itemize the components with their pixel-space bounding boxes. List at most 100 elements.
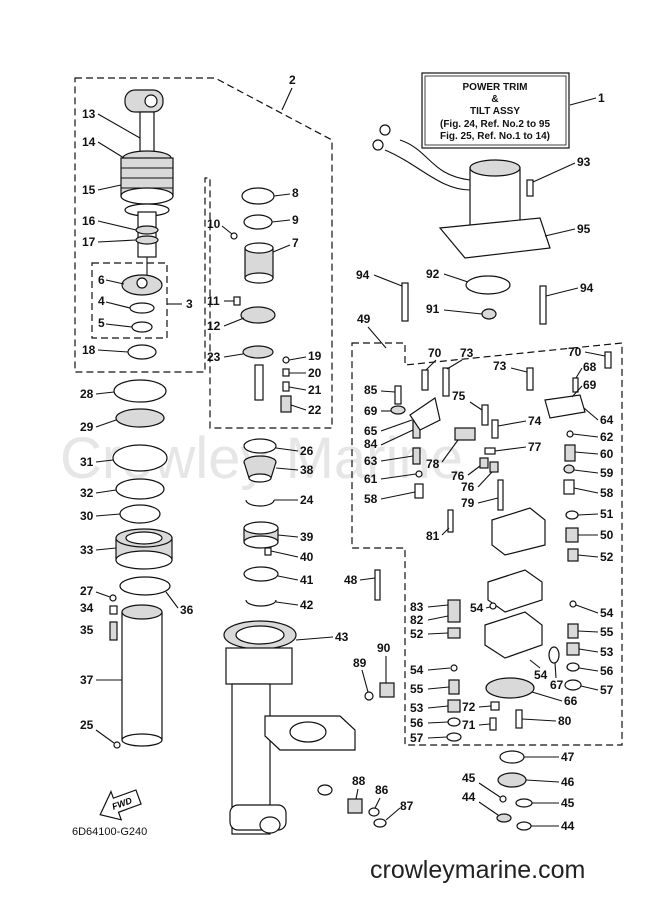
group-2-outline [74,77,333,429]
callout-42: 42 [300,598,314,612]
callout-92: 92 [426,267,440,281]
part-28-ring [113,379,167,403]
callout-69-right: 69 [583,378,597,392]
part-56-left [447,717,461,727]
callout-54-center: 54 [534,668,548,682]
part-19-ball [282,356,290,364]
callout-36: 36 [180,603,194,617]
callout-18: 18 [82,343,96,357]
site-footer: crowleymarine.com [370,856,585,884]
callout-21: 21 [308,383,322,397]
callout-45-left: 45 [462,771,476,785]
callout-19: 19 [308,349,322,363]
callout-73-right: 73 [493,359,507,373]
callout-27: 27 [80,584,94,598]
callout-25: 25 [80,718,94,732]
callout-89: 89 [353,656,367,670]
part-75-bolt [481,404,489,426]
part-58-pin-left [414,483,424,499]
tilt-rod-assembly [120,89,174,275]
part-54-ball-left [450,664,458,672]
callout-85: 85 [364,383,378,397]
callout-58-right: 58 [600,486,614,500]
callout-94-left: 94 [356,268,370,282]
part-94-bolt-left [401,282,409,322]
callout-81: 81 [426,529,440,543]
callout-14: 14 [82,135,96,149]
callout-26: 26 [300,444,314,458]
part-57-right [564,679,582,691]
part-29-ring [115,408,165,428]
callout-64: 64 [600,413,614,427]
callout-7: 7 [292,236,299,250]
part-43-cylinder-body [223,620,356,835]
callout-53-right: 53 [600,645,614,659]
part-80-bolt [515,709,523,729]
callout-44-right: 44 [561,819,575,833]
callout-66: 66 [564,694,578,708]
part-23-bolt [254,364,264,401]
callout-3: 3 [186,297,193,311]
callout-75: 75 [452,389,466,403]
callout-35: 35 [80,623,94,637]
callouts: 1 2 3 6 4 5 13 14 15 16 17 18 28 29 31 3… [80,73,614,833]
callout-32: 32 [80,486,94,500]
callout-47: 47 [561,750,575,764]
callout-87: 87 [400,799,414,813]
part-76b [489,461,499,473]
part-67-oring [548,646,560,664]
callout-6: 6 [98,273,105,287]
callout-77: 77 [528,440,542,454]
group-3-parts [121,274,163,333]
callout-45-right: 45 [561,796,575,810]
callout-83: 83 [410,600,424,614]
part-62-ball [566,430,574,438]
part-71-bolt [489,717,497,731]
title-line-1: POWER TRIM [463,82,528,93]
part-38-cup [243,455,277,483]
part-88-fitting [347,798,363,814]
callout-17: 17 [82,235,96,249]
part-74-bolt [491,419,499,439]
callout-44-left: 44 [462,790,476,804]
part-9-oring [243,214,273,230]
callout-1: 1 [598,91,605,105]
part-12-plate [240,306,276,324]
part-52-left [447,627,461,639]
callout-28: 28 [80,387,94,401]
callout-60: 60 [600,447,614,461]
group-49-outline [351,342,623,746]
part-85-bolt [394,385,402,405]
callout-57-right: 57 [600,683,614,697]
callout-91: 91 [426,302,440,316]
part-64-bracket [544,394,586,419]
callout-34: 34 [80,601,94,615]
part-60-spring [564,444,576,462]
part-52-top [567,548,579,562]
callout-95: 95 [577,222,591,236]
part-68-pin [572,377,579,393]
part-44-left [496,813,512,823]
callout-65: 65 [364,424,378,438]
part-31-ring [112,444,168,472]
callout-20: 20 [308,366,322,380]
part-63-spring [412,447,421,465]
callout-13: 13 [82,107,96,121]
part-46-ring [497,772,527,788]
part-87-clip [373,818,387,828]
group-3-outline [91,262,168,339]
title-line-3: TILT ASSY [470,106,520,117]
callout-94-right: 94 [580,281,594,295]
callout-24: 24 [300,493,314,507]
callout-12: 12 [207,319,221,333]
part-55-spring-right [567,623,579,639]
part-54-ball-right [569,600,577,608]
part-34-pin [109,605,118,615]
callout-72: 72 [462,700,476,714]
callout-54-mid: 54 [470,601,484,615]
callout-54-right: 54 [600,606,614,620]
part-11-pin [233,296,241,306]
part-72-pin [490,701,500,711]
fwd-arrow: FWD [99,789,142,821]
